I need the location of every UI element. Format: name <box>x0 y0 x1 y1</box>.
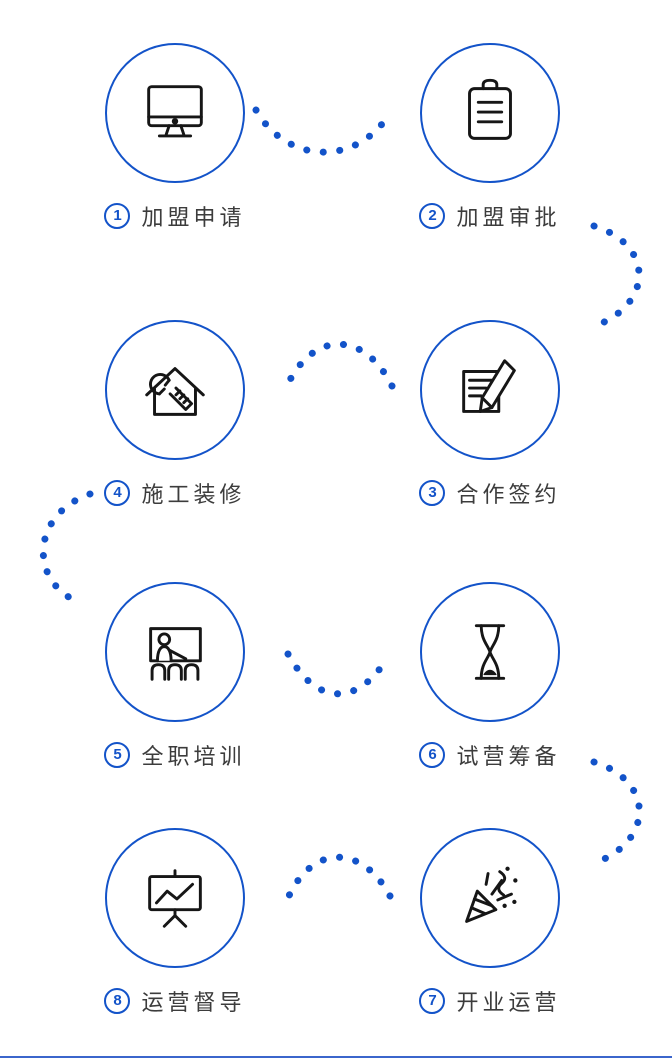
step-label: 5 全职培训 <box>104 739 245 771</box>
step-number-badge: 4 <box>104 480 131 506</box>
step-number-badge: 6 <box>419 742 446 768</box>
step-circle <box>105 43 245 183</box>
step-circle <box>105 582 245 722</box>
step-circle <box>420 320 560 460</box>
flow-step-1: 1 加盟申请 <box>65 43 285 232</box>
step-label: 8 运营督导 <box>104 985 245 1017</box>
bottom-divider <box>0 1056 672 1058</box>
connector-7-8 <box>284 853 394 902</box>
step-label: 3 合作签约 <box>419 477 560 509</box>
step-label-text: 试营筹备 <box>456 744 561 769</box>
step-label-text: 合作签约 <box>456 482 561 507</box>
connector-2-3 <box>590 222 643 328</box>
step-label: 2 加盟审批 <box>419 200 560 232</box>
chart-presentation-icon <box>148 869 202 928</box>
flow-step-6: 6 试营筹备 <box>380 582 600 771</box>
step-label-text: 施工装修 <box>141 482 246 507</box>
flow-step-5: 5 全职培训 <box>65 582 285 771</box>
step-number-badge: 1 <box>104 203 131 229</box>
flow-step-2: 2 加盟审批 <box>380 43 600 232</box>
clipboard-checklist-icon <box>468 78 512 140</box>
house-renovation-icon <box>145 367 205 416</box>
flow-step-7: 7 开业运营 <box>380 828 600 1017</box>
hourglass-icon <box>474 624 506 680</box>
step-number-badge: 2 <box>419 203 446 229</box>
connector-6-7 <box>590 758 643 864</box>
step-circle <box>420 828 560 968</box>
step-number-badge: 8 <box>104 988 131 1014</box>
step-label: 4 施工装修 <box>104 477 245 509</box>
step-label: 7 开业运营 <box>419 985 560 1017</box>
connector-5-6 <box>284 650 390 698</box>
step-number-badge: 3 <box>419 480 446 506</box>
step-circle <box>420 43 560 183</box>
step-label-text: 加盟申请 <box>141 205 246 230</box>
connector-3-4 <box>282 340 396 392</box>
contract-signing-icon <box>462 359 516 413</box>
flow-step-8: 8 运营督导 <box>65 828 285 1017</box>
step-circle <box>105 828 245 968</box>
opening-celebration-icon <box>465 866 518 923</box>
step-circle <box>420 582 560 722</box>
step-circle <box>105 320 245 460</box>
flow-step-4: 4 施工装修 <box>65 320 285 509</box>
step-number-badge: 5 <box>104 742 131 768</box>
step-label: 6 试营筹备 <box>419 739 560 771</box>
step-number-badge: 7 <box>419 988 446 1014</box>
classroom-training-icon <box>149 627 202 681</box>
desktop-computer-icon <box>147 85 203 138</box>
step-label-text: 加盟审批 <box>456 205 561 230</box>
step-label: 1 加盟申请 <box>104 200 245 232</box>
step-label-text: 开业运营 <box>456 990 561 1015</box>
step-label-text: 全职培训 <box>141 744 246 769</box>
step-label-text: 运营督导 <box>141 990 246 1015</box>
flow-step-3: 3 合作签约 <box>380 320 600 509</box>
